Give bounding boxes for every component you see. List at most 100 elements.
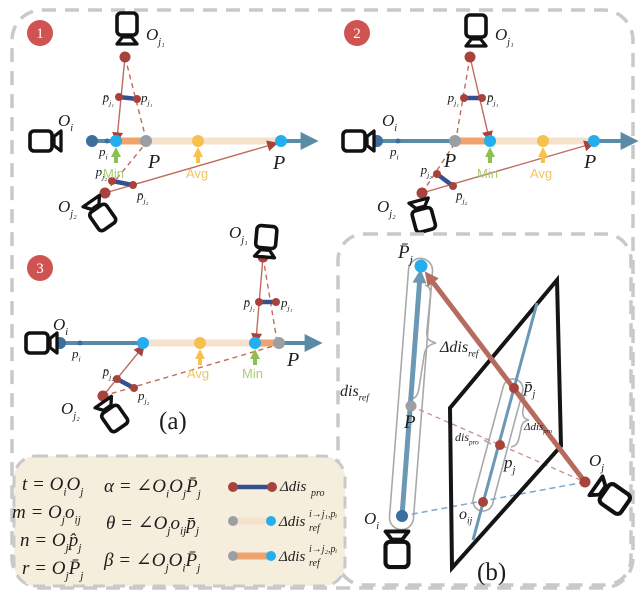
pbj2-label: p̄j₂ xyxy=(455,188,468,206)
legend-item-1-sub: ref xyxy=(309,523,321,534)
min-estimate-dot xyxy=(249,337,261,349)
badge-1-circle xyxy=(27,20,53,46)
pi-label: pi xyxy=(71,346,81,364)
P-far-label: P xyxy=(583,151,596,173)
P-dot xyxy=(273,337,285,349)
delta-dis-pro-label: Δdispro xyxy=(523,421,553,435)
P-dot xyxy=(140,135,152,147)
pbj1-dot xyxy=(115,93,123,101)
camera-oj2-icon xyxy=(93,394,132,436)
pj2-dot xyxy=(130,384,138,392)
camera-oi-icon xyxy=(341,129,376,153)
pbj1-label: p̄j₁ xyxy=(243,295,256,313)
camera-oj1-icon xyxy=(464,13,488,48)
pi-dot xyxy=(77,340,83,346)
legend-item-2-sup: i→j₂,pᵢ xyxy=(309,544,338,555)
panel-b-caption: (b) xyxy=(477,559,506,586)
min-estimate-dot xyxy=(484,135,496,147)
legend-item-1-base: Δdis xyxy=(278,514,305,530)
oi-label: Oi xyxy=(382,111,397,134)
pbj1-dot xyxy=(255,298,263,306)
P-dot xyxy=(405,400,417,412)
pj1-label: pj₁ xyxy=(140,90,153,108)
dis-pro-label: dispro xyxy=(455,430,479,446)
pbj1-label: p̄j₁ xyxy=(486,90,499,108)
oj-label: Oj xyxy=(589,451,604,474)
avg-estimate-dot xyxy=(192,135,204,147)
panel-b-dashed-border xyxy=(336,232,633,587)
legend: t = OiOj m = Ojoij n = Ojp̂j r = OjP̄j α… xyxy=(12,454,347,588)
dashed-ray-oj1-P xyxy=(455,56,471,140)
oi-label: Oi xyxy=(364,509,379,532)
legend-eq-theta: θ = ∠Ojoijp̄j xyxy=(106,513,199,537)
pj2-dot xyxy=(433,170,441,178)
panel-3: 3 Oj₁ Oi Oj₂ pi p̄j₁ pj₁ P Min xyxy=(24,223,323,436)
oj1-label: Oj₁ xyxy=(229,223,248,246)
pbj2-label: p̄j₂ xyxy=(136,188,149,206)
oj1-dot xyxy=(464,51,476,63)
legend-eq-beta: β = ∠OjOiP̄j xyxy=(103,550,200,574)
solid-ray-oj2 xyxy=(102,344,145,397)
camera-oj1-icon xyxy=(115,11,139,46)
panel-2: 2 Oj₁ Oi Oj₂ pi pj₁ p̄j₁ P P xyxy=(341,13,639,235)
image-plane xyxy=(447,274,564,574)
legend-eq-m: m = Ojoij xyxy=(12,502,81,526)
avg-estimate-dot xyxy=(194,337,206,349)
pj1-label: pj₁ xyxy=(447,90,460,108)
min-label: Min xyxy=(242,366,263,381)
oi-dot xyxy=(86,135,98,147)
P-far-label: P xyxy=(272,152,285,174)
pi-dot xyxy=(395,138,401,144)
dashed-ray-oj2-P xyxy=(421,142,456,194)
legend-dot xyxy=(228,516,238,526)
avg-estimate-dot xyxy=(537,135,549,147)
min-estimate-dot xyxy=(110,135,122,147)
oj2-dot xyxy=(416,187,428,199)
Pbj-dot xyxy=(414,259,428,273)
badge-2-number: 2 xyxy=(353,26,361,42)
pbj2-dot xyxy=(449,182,457,190)
camera-oj2-icon xyxy=(81,193,120,235)
oij-dot xyxy=(478,497,488,507)
oi-dot xyxy=(396,510,408,522)
oj-dot xyxy=(579,476,591,488)
avg-label: Avg xyxy=(530,166,552,181)
oi-label: Oi xyxy=(53,315,68,338)
panel-1: 1 Oj₁ Oi Oj₂ pi p̄j₁ pj₁ P P xyxy=(27,11,319,235)
legend-eq-r: r = OjP̄j xyxy=(22,558,83,582)
pi-label: pi xyxy=(98,144,108,162)
far-estimate-dot xyxy=(275,135,287,147)
badge-3-circle xyxy=(27,255,53,281)
pbj-label: p̄j xyxy=(523,377,536,400)
Pbj-label: P̄j xyxy=(397,242,413,266)
pj2-label: pj₂ xyxy=(420,162,433,180)
P-label: P xyxy=(286,349,299,371)
ray-oi-to-Pbj xyxy=(399,269,427,517)
oij-label: oij xyxy=(459,506,473,526)
legend-item-2-sub: ref xyxy=(309,558,321,569)
legend-item-2-base: Δdis xyxy=(278,549,305,565)
ray-oj-to-Pbj xyxy=(424,271,587,484)
legend-eq-t: t = OiOj xyxy=(22,474,83,498)
legend-item-0-base: Δdis xyxy=(279,479,306,495)
pi-label: pi xyxy=(389,144,399,162)
min-label: Min xyxy=(103,166,124,181)
pbj1-label: p̄j₁ xyxy=(102,90,115,108)
pj2-label: pj₂ xyxy=(137,388,150,406)
oi-label: Oi xyxy=(58,111,73,134)
pj1-dot xyxy=(272,298,280,306)
pj1-dot xyxy=(133,95,141,103)
badge-2-circle xyxy=(344,20,370,46)
pbj2-label: p̄j₂ xyxy=(102,364,115,382)
min-label: Min xyxy=(477,166,498,181)
avg-label: Avg xyxy=(186,166,208,181)
badge-1-number: 1 xyxy=(36,26,44,42)
camera-oi-icon xyxy=(24,331,59,355)
P-label: P xyxy=(147,151,160,173)
P-dot xyxy=(449,135,461,147)
legend-dot xyxy=(266,516,276,526)
delta-dis-ref-label: Δdisref xyxy=(439,339,480,359)
near-estimate-dot xyxy=(137,337,149,349)
legend-dot xyxy=(267,482,277,492)
